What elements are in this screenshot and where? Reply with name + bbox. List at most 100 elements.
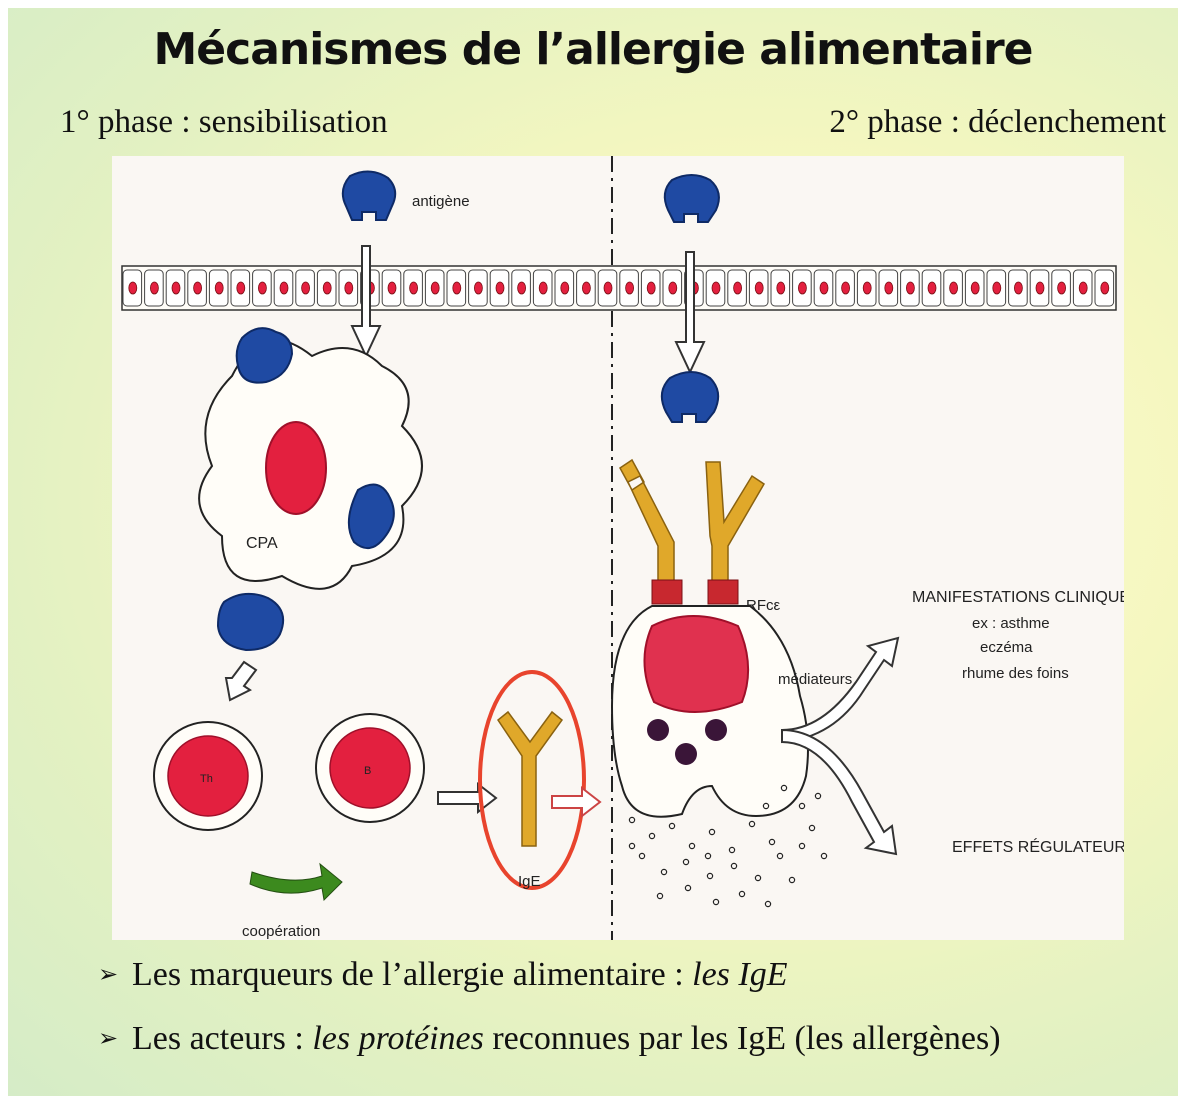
antigen-shape-cpa-bottom <box>218 594 283 650</box>
mediator-dot <box>707 873 712 878</box>
mediator-dot <box>709 829 714 834</box>
epithelial-nucleus <box>712 282 720 294</box>
mediator-dot <box>789 877 794 882</box>
mediator-dot <box>821 853 826 858</box>
mediator-dot <box>777 853 782 858</box>
clinical-item-asthma: ex : asthme <box>972 615 1050 632</box>
epithelial-nucleus <box>345 282 353 294</box>
presentation-arrow <box>226 662 256 700</box>
clinical-item-eczema: eczéma <box>980 639 1033 656</box>
epithelial-nucleus <box>215 282 223 294</box>
granule-2 <box>705 719 727 741</box>
epithelial-nucleus <box>474 282 482 294</box>
mediator-dot <box>731 863 736 868</box>
epithelial-nucleus <box>1079 282 1087 294</box>
epithelial-nucleus <box>561 282 569 294</box>
mediator-dot <box>739 891 744 896</box>
bullet-actors-tail: reconnues par les IgE (les allergènes) <box>484 1020 1001 1057</box>
epithelial-nucleus <box>539 282 547 294</box>
ige-label: IgE <box>518 873 541 890</box>
epithelial-nucleus <box>993 282 1001 294</box>
epithelial-nucleus <box>410 282 418 294</box>
clinical-manifestations-title: MANIFESTATIONS CLINIQUES <box>912 589 1124 606</box>
mediator-dot <box>809 825 814 830</box>
epithelial-nucleus <box>582 282 590 294</box>
mediator-dot <box>639 853 644 858</box>
epithelial-nucleus <box>1058 282 1066 294</box>
epithelial-nucleus <box>237 282 245 294</box>
intestinal-epithelium <box>122 266 1116 310</box>
epithelial-nucleus <box>906 282 914 294</box>
epithelial-nucleus <box>129 282 137 294</box>
ige-to-mastcell-arrow <box>552 788 600 816</box>
mediator-dot <box>685 885 690 890</box>
epithelial-nucleus <box>388 282 396 294</box>
epithelial-nucleus <box>453 282 461 294</box>
bullet-markers-emphasis: les IgE <box>692 956 787 993</box>
mediator-dot <box>683 859 688 864</box>
slide: Mécanismes de l’allergie alimentaire 1° … <box>8 8 1178 1096</box>
epithelial-nucleus <box>1101 282 1109 294</box>
epithelial-nucleus <box>820 282 828 294</box>
epithelial-nucleus <box>518 282 526 294</box>
epithelial-nucleus <box>280 282 288 294</box>
bullet-actors: ➢Les acteurs : les protéines reconnues p… <box>98 1020 1001 1058</box>
mediator-dot <box>661 869 666 874</box>
epithelial-nucleus <box>798 282 806 294</box>
mediator-dot <box>657 893 662 898</box>
epithelial-nucleus <box>885 282 893 294</box>
epithelial-nucleus <box>172 282 180 294</box>
epithelial-nucleus <box>863 282 871 294</box>
bullet-arrow-icon: ➢ <box>98 960 132 989</box>
mediator-dot <box>649 833 654 838</box>
bullet-markers-text: Les marqueurs de l’allergie alimentaire … <box>132 956 692 993</box>
slide-title: Mécanismes de l’allergie alimentaire <box>8 24 1178 75</box>
mediator-dot <box>629 817 634 822</box>
mediator-dot <box>799 843 804 848</box>
bullet-arrow-icon: ➢ <box>98 1024 132 1053</box>
mediator-dot <box>713 899 718 904</box>
epithelial-nucleus <box>258 282 266 294</box>
mediator-dot <box>629 843 634 848</box>
mediator-dot <box>705 853 710 858</box>
epithelial-nucleus <box>950 282 958 294</box>
mediator-dot <box>755 875 760 880</box>
cpa-label: CPA <box>246 535 278 552</box>
epithelial-nucleus <box>496 282 504 294</box>
epithelial-nucleus <box>777 282 785 294</box>
granule-3 <box>675 743 697 765</box>
antigen-shape-right-top <box>665 175 719 222</box>
epithelial-nucleus <box>302 282 310 294</box>
ige-antibody-left <box>498 712 562 846</box>
allergy-mechanism-diagram: antigène CPA Th B coopération <box>112 156 1124 940</box>
antigen-shape-left <box>343 171 395 220</box>
epithelial-nucleus <box>604 282 612 294</box>
epithelial-nucleus <box>842 282 850 294</box>
mastcell-nucleus <box>644 616 748 712</box>
regulatory-effects-label: EFFETS RÉGULATEURS <box>952 837 1124 856</box>
ige-on-mastcell-right <box>706 462 764 586</box>
mediator-dot <box>799 803 804 808</box>
epithelial-nucleus <box>323 282 331 294</box>
epithelial-nucleus <box>928 282 936 294</box>
ige-on-mastcell-left <box>620 460 674 586</box>
cooperation-label: coopération <box>242 923 320 940</box>
phase-sensitization-heading: 1° phase : sensibilisation <box>60 104 388 141</box>
mediator-dot <box>815 793 820 798</box>
diagram-canvas: antigène CPA Th B coopération <box>112 156 1124 940</box>
bullet-markers: ➢Les marqueurs de l’allergie alimentaire… <box>98 956 788 994</box>
epithelial-nucleus <box>150 282 158 294</box>
epithelial-nucleus <box>755 282 763 294</box>
bullet-actors-emphasis: les protéines <box>312 1020 484 1057</box>
b-to-ige-arrow <box>438 784 496 812</box>
bullet-actors-text: Les acteurs : <box>132 1020 312 1057</box>
epithelial-nucleus <box>194 282 202 294</box>
epithelial-nucleus <box>1036 282 1044 294</box>
epithelial-nucleus <box>1014 282 1022 294</box>
antigen-shape-bridging <box>662 372 718 422</box>
mediators-label: médiateurs <box>778 671 852 688</box>
mediator-dot <box>689 843 694 848</box>
epithelial-nucleus <box>626 282 634 294</box>
mediator-dot <box>765 901 770 906</box>
mediator-dot <box>669 823 674 828</box>
